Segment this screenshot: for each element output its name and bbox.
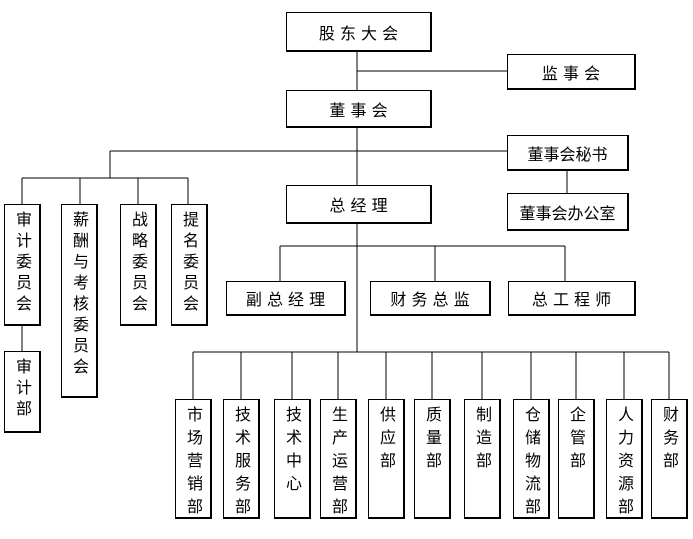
department-box: 技术中心 xyxy=(274,399,311,519)
department-box: 制造部 xyxy=(464,399,501,519)
department-label: 供应部 xyxy=(377,406,396,475)
compensation-committee-label: 薪酬与考核委员会 xyxy=(70,211,89,379)
department-box: 生产运营部 xyxy=(320,399,357,521)
department-label: 仓储物流部 xyxy=(522,406,541,521)
board-office-label: 董事会办公室 xyxy=(519,203,616,223)
department-label: 生产运营部 xyxy=(329,406,348,521)
board-office-box: 董事会办公室 xyxy=(507,193,629,231)
department-label: 企管部 xyxy=(567,406,586,475)
department-label: 质量部 xyxy=(423,406,442,475)
board-secretary-label: 董事会秘书 xyxy=(527,144,608,164)
general-manager-box: 总 经 理 xyxy=(286,185,432,224)
department-box: 技术服务部 xyxy=(223,399,260,521)
department-box: 企管部 xyxy=(558,399,595,519)
nomination-committee-box: 提名委员会 xyxy=(171,204,208,326)
department-label: 技术中心 xyxy=(283,406,302,498)
supervisory-board-box: 监 事 会 xyxy=(507,54,636,90)
general-manager-label: 总 经 理 xyxy=(329,196,388,215)
board-of-directors-box: 董 事 会 xyxy=(286,90,432,128)
cfo-label: 财 务 总 监 xyxy=(390,290,470,309)
audit-committee-label: 审计委员会 xyxy=(13,211,32,316)
compensation-committee-box: 薪酬与考核委员会 xyxy=(61,204,98,398)
audit-committee-box: 审计委员会 xyxy=(4,204,41,326)
strategy-committee-label: 战略委员会 xyxy=(129,211,148,316)
chief-engineer-box: 总 工 程 师 xyxy=(508,281,636,316)
department-box: 人力资源部 xyxy=(606,399,643,521)
audit-department-label: 审计部 xyxy=(13,358,32,421)
department-box: 质量部 xyxy=(414,399,451,519)
vice-general-manager-label: 副 总 经 理 xyxy=(245,290,326,309)
nomination-committee-label: 提名委员会 xyxy=(180,211,199,316)
vice-general-manager-box: 副 总 经 理 xyxy=(226,281,346,316)
department-label: 财务部 xyxy=(660,406,679,475)
department-label: 市场营销部 xyxy=(184,406,203,521)
board-secretary-box: 董事会秘书 xyxy=(507,135,629,171)
shareholders-meeting-box: 股 东 大 会 xyxy=(286,12,432,52)
shareholders-meeting-label: 股 东 大 会 xyxy=(318,23,399,43)
department-label: 制造部 xyxy=(473,406,492,475)
department-label: 技术服务部 xyxy=(232,406,251,521)
department-box: 仓储物流部 xyxy=(513,399,550,521)
audit-department-box: 审计部 xyxy=(4,351,41,433)
strategy-committee-box: 战略委员会 xyxy=(120,204,157,326)
department-label: 人力资源部 xyxy=(615,406,634,521)
department-box: 财务部 xyxy=(651,399,688,519)
chief-engineer-label: 总 工 程 师 xyxy=(531,290,612,309)
supervisory-board-label: 监 事 会 xyxy=(541,63,601,83)
department-box: 市场营销部 xyxy=(175,399,212,521)
board-of-directors-label: 董 事 会 xyxy=(329,100,388,120)
department-box: 供应部 xyxy=(368,399,405,519)
cfo-box: 财 务 总 监 xyxy=(370,281,491,316)
